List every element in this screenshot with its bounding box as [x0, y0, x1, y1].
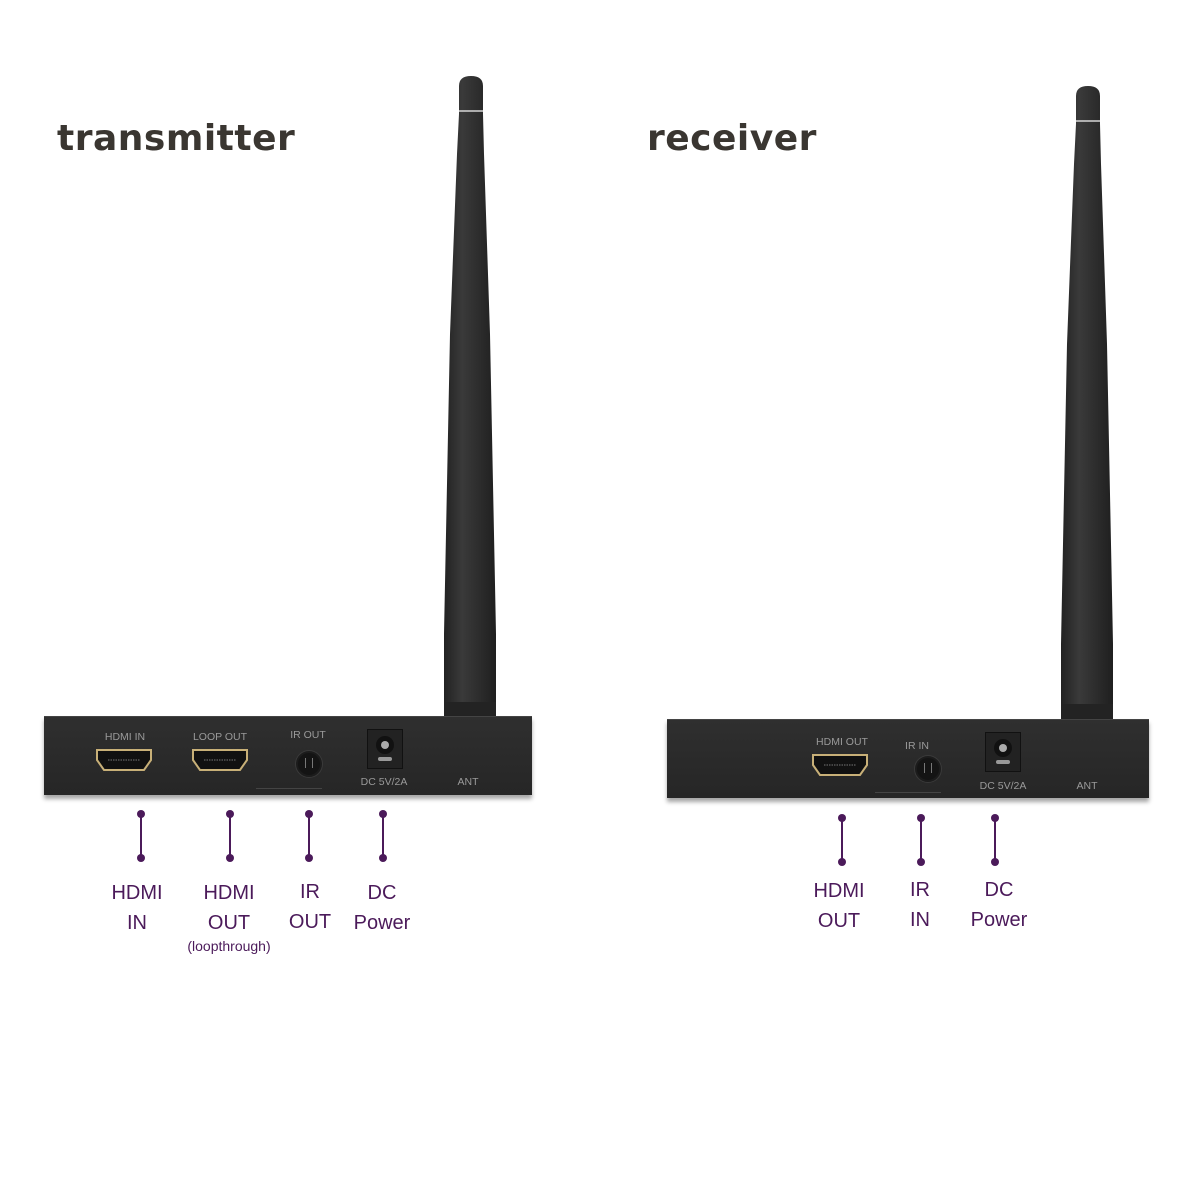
- receiver-panel: HDMI OUT IR IN DC 5V/2A ANT: [667, 719, 1149, 798]
- hdmi-in-port-icon: [96, 749, 152, 771]
- callout-dc-power: DC Power: [353, 882, 411, 934]
- callout-ir-in: IR IN: [910, 879, 930, 931]
- callout-hdmi-in: HDMI IN: [111, 882, 163, 934]
- transmitter-title: transmitter: [57, 118, 296, 159]
- receiver-title: receiver: [647, 118, 817, 159]
- hdmi-out-port-icon: [812, 754, 868, 776]
- ant-panel-label: ANT: [1076, 780, 1098, 792]
- dc-power-jack-icon: [985, 732, 1021, 772]
- callout-hdmi-out: HDMI OUT: [813, 880, 865, 932]
- hdmi-in-panel-label: HDMI IN: [104, 731, 146, 743]
- dc-panel-label: DC 5V/2A: [360, 776, 408, 788]
- panel-seam: [256, 788, 322, 789]
- callout-dc-power: DC Power: [970, 879, 1028, 931]
- callout-ir-out: IR OUT: [288, 881, 332, 933]
- panel-seam: [875, 792, 941, 793]
- ir-out-jack-icon: [296, 751, 322, 777]
- hdmi-in-connector-line: [137, 810, 145, 862]
- callout-hdmi-out-loopthrough: HDMI OUT (loopthrough): [187, 882, 271, 954]
- ir-in-connector-line: [917, 814, 925, 866]
- dc-power-jack-icon: [367, 729, 403, 769]
- ir-in-jack-icon: [915, 756, 941, 782]
- dc-power-connector-line: [379, 810, 387, 862]
- ir-in-panel-label: IR IN: [905, 740, 929, 752]
- transmitter-panel: HDMI IN LOOP OUT IR OUT DC 5V/2A ANT: [44, 716, 532, 795]
- ant-panel-label: ANT: [457, 776, 479, 788]
- dc-panel-label: DC 5V/2A: [979, 780, 1027, 792]
- loop-out-panel-label: LOOP OUT: [192, 731, 248, 743]
- hdmi-out-connector-line: [838, 814, 846, 866]
- antenna-icon: [444, 76, 496, 774]
- antenna-icon: [1061, 86, 1113, 776]
- hdmi-out-panel-label: HDMI OUT: [816, 736, 868, 748]
- hdmi-out-connector-line: [226, 810, 234, 862]
- dc-power-connector-line: [991, 814, 999, 866]
- ir-out-panel-label: IR OUT: [290, 729, 326, 741]
- loop-out-port-icon: [192, 749, 248, 771]
- ir-out-connector-line: [305, 810, 313, 862]
